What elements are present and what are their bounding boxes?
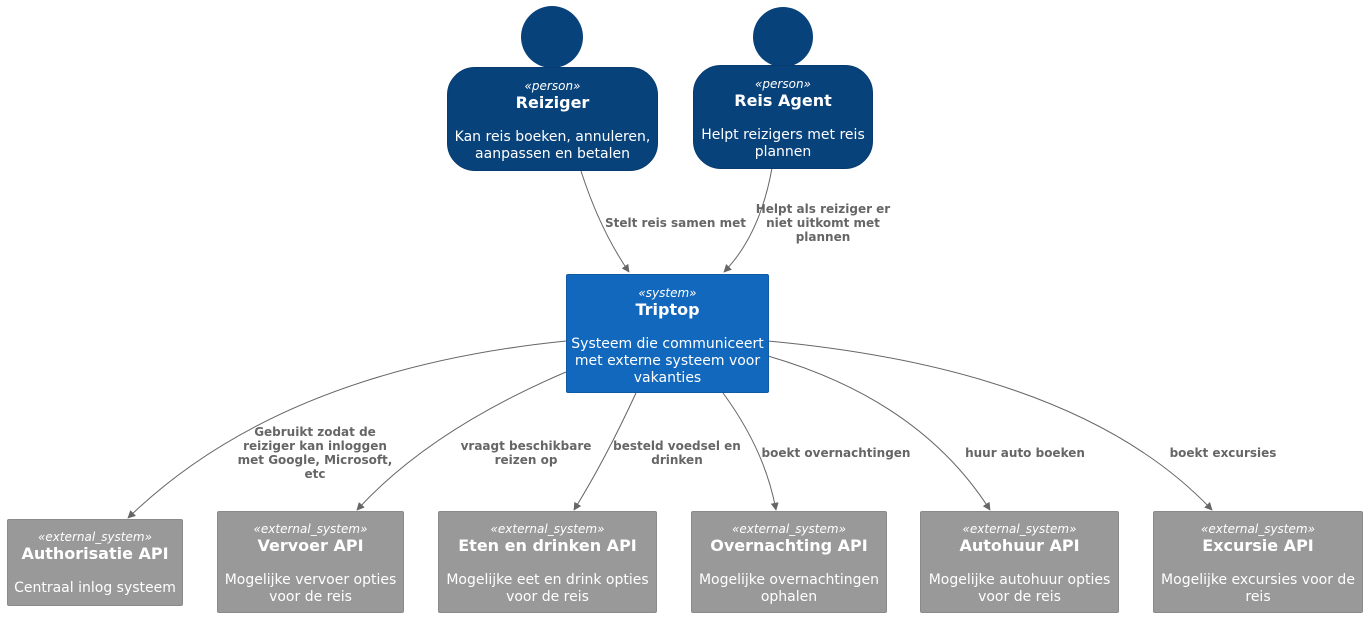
stereotype-label: «system»: [638, 286, 697, 300]
reiziger-head: [521, 6, 583, 68]
stereotype-label: «external_system»: [38, 530, 152, 544]
external-name: Autohuur API: [959, 536, 1080, 555]
edge-triptop-eten: [573, 392, 637, 511]
stereotype-label: «external_system»: [253, 522, 368, 536]
stereotype-label: «external_system»: [1201, 522, 1315, 536]
system-description: Systeem die communiceert met externe sys…: [571, 336, 764, 386]
stereotype-label: «external_system»: [490, 522, 605, 536]
external-name: Vervoer API: [257, 536, 364, 555]
stereotype-label: «person»: [524, 79, 581, 93]
system-triptop[interactable]: «system» Triptop Systeem die communiceer…: [566, 274, 769, 393]
relation-label-huur-auto-boeken: huur auto boeken: [965, 446, 1085, 460]
edge-triptop-autohuur: [767, 355, 991, 511]
external-description: Mogelijke overnachtingen ophalen: [698, 572, 880, 605]
relation-label-boekt-excursies: boekt excursies: [1169, 446, 1277, 460]
external-eten-en-drinken-api[interactable]: «external_system» Eten en drinken API Mo…: [438, 511, 657, 613]
stereotype-label: «external_system»: [962, 522, 1077, 536]
external-excursie-api[interactable]: «external_system» Excursie API Mogelijke…: [1153, 511, 1363, 613]
relation-label-stelt-reis-samen: Stelt reis samen met: [604, 216, 747, 230]
external-autohuur-api[interactable]: «external_system» Autohuur API Mogelijke…: [920, 511, 1119, 613]
edge-reiziger-triptop: [580, 170, 630, 273]
external-description: Mogelijke autohuur opties voor de reis: [928, 572, 1111, 605]
person-reiziger[interactable]: «person» Reiziger Kan reis boeken, annul…: [447, 67, 658, 171]
external-name: Excursie API: [1202, 536, 1314, 555]
external-name: Eten en drinken API: [458, 536, 637, 555]
external-name: Authorisatie API: [21, 544, 169, 563]
edge-triptop-vervoer: [356, 371, 567, 511]
relation-label-vraagt-beschikbare: vraagt beschikbare reizen op: [460, 439, 592, 467]
person-name: Reiziger: [515, 93, 590, 112]
relation-label-gebruikt-zodat: Gebruikt zodat de reiziger kan inloggen …: [237, 425, 393, 481]
stereotype-label: «external_system»: [732, 522, 846, 536]
person-description: Kan reis boeken, annuleren, aanpassen en…: [454, 129, 651, 162]
edge-triptop-auth: [127, 340, 567, 519]
system-name: Triptop: [635, 300, 700, 319]
stereotype-label: «person»: [755, 77, 811, 91]
external-name: Overnachting API: [710, 536, 868, 555]
edge-triptop-excursie: [767, 340, 1213, 511]
person-description: Helpt reizigers met reis plannen: [701, 127, 865, 160]
edge-agent-triptop: [723, 167, 773, 273]
relation-label-besteld-voedsel: besteld voedsel en drinken: [613, 439, 741, 467]
external-vervoer-api[interactable]: «external_system» Vervoer API Mogelijke …: [217, 511, 404, 613]
person-reis-agent[interactable]: «person» Reis Agent Helpt reizigers met …: [693, 65, 873, 169]
external-overnachting-api[interactable]: «external_system» Overnachting API Mogel…: [691, 511, 887, 613]
edge-triptop-overnachting: [722, 392, 779, 511]
external-description: Centraal inlog systeem: [14, 580, 176, 596]
person-name: Reis Agent: [734, 91, 832, 110]
relation-label-helpt-als-reiziger: Helpt als reiziger er niet uitkomt met p…: [755, 202, 891, 244]
external-authorisatie-api[interactable]: «external_system» Authorisatie API Centr…: [7, 519, 183, 606]
external-description: Mogelijke vervoer opties voor de reis: [224, 572, 397, 605]
reis-agent-head: [753, 7, 813, 67]
external-description: Mogelijke eet en drink opties voor de re…: [446, 572, 649, 605]
external-description: Mogelijke excursies voor de reis: [1161, 572, 1355, 605]
relation-label-boekt-overnachtingen: boekt overnachtingen: [761, 446, 911, 460]
